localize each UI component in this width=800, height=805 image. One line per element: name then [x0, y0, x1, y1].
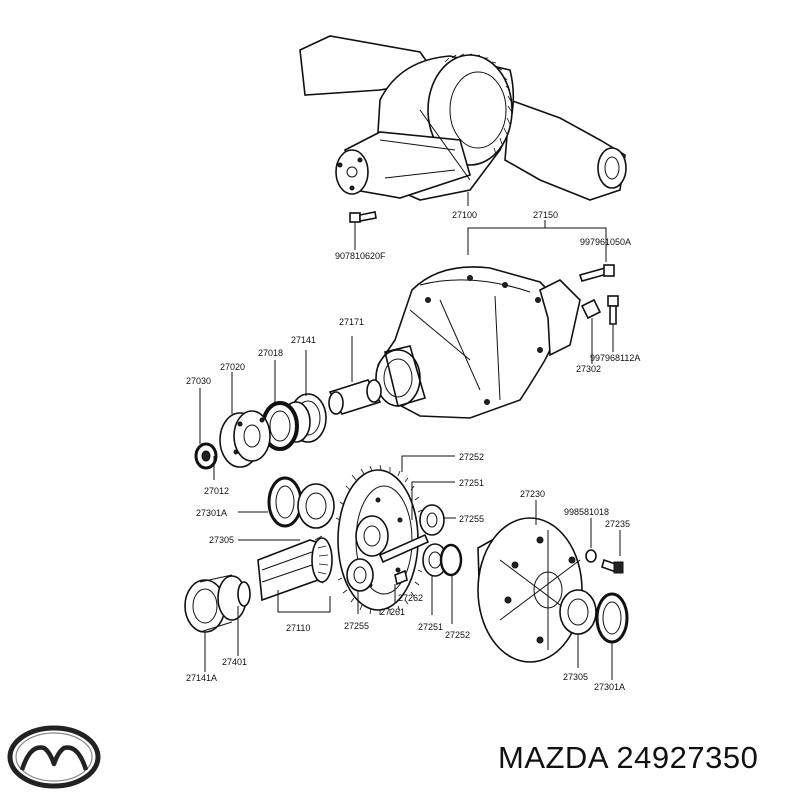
shim-27401	[237, 581, 251, 656]
callout-997961050A: 997961050A	[580, 237, 631, 247]
callout-27252-bottom: 27252	[445, 630, 470, 640]
differential-gears	[346, 504, 463, 592]
bolt-997961050A	[578, 238, 615, 282]
callout-27301A-right: 27301A	[594, 682, 625, 692]
bolt-27235	[601, 530, 624, 574]
callout-997968112A: 997968112A	[590, 353, 640, 363]
callout-27110: 27110	[286, 623, 310, 633]
callout-27018: 27018	[258, 348, 283, 358]
axle-housing-assembly	[299, 35, 627, 201]
differential-carrier-housing	[375, 266, 581, 419]
callout-27100: 27100	[452, 210, 477, 220]
bearing-cup-27301A-left	[238, 476, 335, 529]
drive-pinion-27110	[238, 535, 333, 602]
callout-27230: 27230	[520, 489, 545, 499]
callout-27235: 27235	[605, 519, 630, 529]
callout-907810620F: 907810620F	[335, 251, 386, 261]
callout-27171: 27171	[339, 317, 364, 327]
differential-case-27230	[477, 500, 583, 663]
callout-27251-top: 27251	[459, 478, 484, 488]
callout-27261: 27261	[380, 607, 405, 617]
bolt-907810620F	[349, 211, 377, 250]
side-bearing-right	[559, 589, 629, 680]
brand-name: MAZDA	[498, 740, 608, 775]
callout-27030: 27030	[186, 376, 211, 386]
callout-27401: 27401	[222, 657, 247, 667]
callout-27305-right: 27305	[563, 672, 588, 682]
part-label: MAZDA 24927350	[498, 740, 758, 776]
callout-27302: 27302	[576, 364, 601, 374]
part-number: 24927350	[616, 740, 759, 775]
nut-27030	[194, 388, 218, 480]
bolt-997968112A	[607, 295, 619, 352]
companion-flange-27020	[219, 372, 271, 468]
collapsible-spacer-27171	[328, 336, 382, 415]
callout-27251-bottom: 27251	[418, 622, 443, 632]
washer-998581018	[585, 518, 597, 563]
callout-27012: 27012	[204, 486, 229, 496]
callout-27141A: 27141A	[186, 673, 217, 683]
callout-27301A-left: 27301A	[196, 508, 227, 518]
callout-27262: 27262	[398, 593, 423, 603]
callout-27255-bottom: 27255	[344, 621, 369, 631]
callout-27255-top: 27255	[459, 514, 484, 524]
callout-27150: 27150	[533, 210, 558, 220]
mazda-logo-icon	[7, 725, 101, 789]
callout-998581018: 998581018	[564, 507, 609, 517]
callout-27252-top: 27252	[459, 452, 484, 462]
callout-27305-left: 27305	[209, 535, 234, 545]
callout-27020: 27020	[220, 362, 245, 372]
washer-27302	[580, 298, 602, 364]
callout-27141: 27141	[291, 335, 316, 345]
